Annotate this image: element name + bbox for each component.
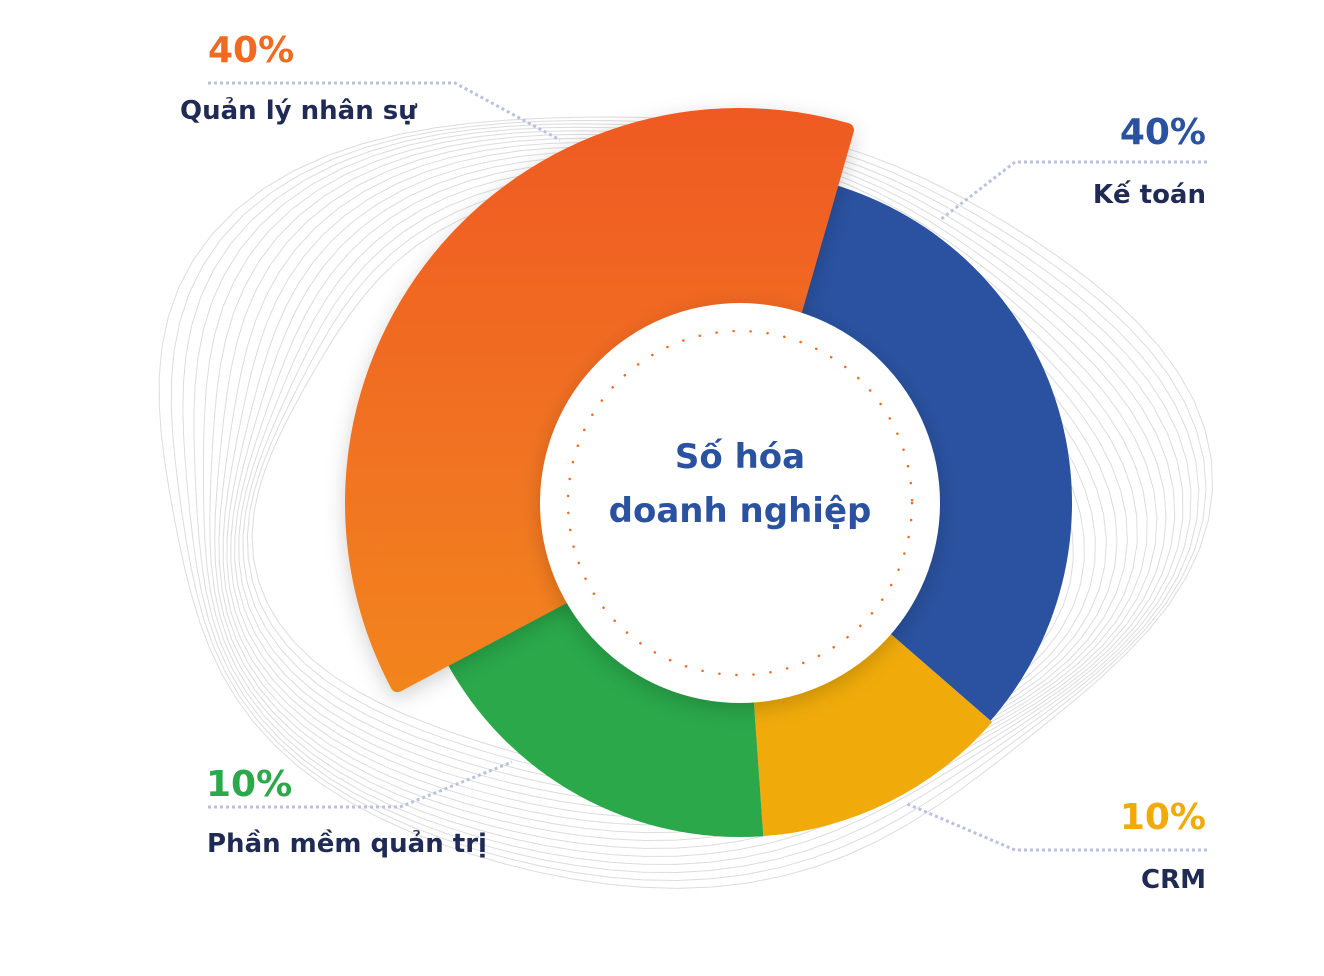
- center-dotted-ring: [566, 329, 914, 677]
- leader-lines: [208, 81, 1207, 852]
- label-value-quan-ly-nhan-su: 40%: [208, 30, 295, 71]
- wave-line: [158, 116, 1214, 889]
- wave-line: [193, 126, 1192, 865]
- label-ke-toan: Kế toán: [1092, 180, 1206, 210]
- label-quan-ly-nhan-su: Quản lý nhân sự: [180, 96, 417, 126]
- center-title-line-1: Số hóa: [674, 437, 806, 477]
- wave-line: [170, 119, 1207, 882]
- leader-line-0: [208, 81, 561, 142]
- label-value-phan-mem-quan-tri: 10%: [206, 764, 293, 805]
- leader-line-2: [904, 801, 1207, 852]
- leader-line-3: [208, 760, 513, 809]
- center-title: Số hóa doanh nghiệp: [540, 430, 940, 538]
- label-crm: CRM: [1141, 865, 1206, 895]
- wave-line: [182, 123, 1200, 874]
- center-title-line-2: doanh nghiệp: [608, 491, 872, 531]
- leader-line-1: [939, 160, 1207, 222]
- segment-phần-mềm-quản-trị: [445, 592, 764, 838]
- label-phan-mem-quan-tri: Phần mềm quản trị: [207, 829, 487, 859]
- label-value-ke-toan: 40%: [1119, 112, 1206, 153]
- center-circle: [540, 303, 940, 703]
- label-value-crm: 10%: [1119, 797, 1206, 838]
